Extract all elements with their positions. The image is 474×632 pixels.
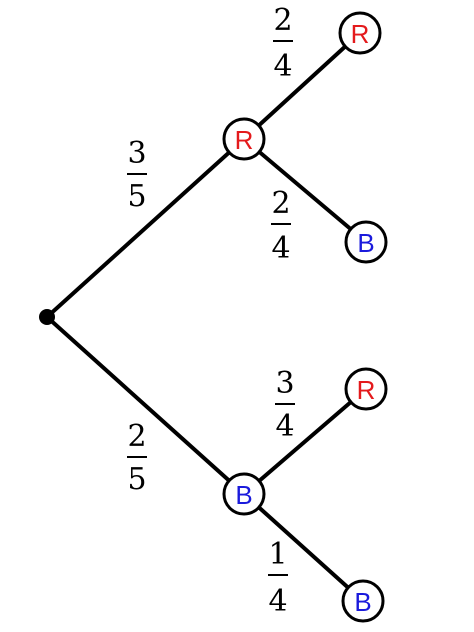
node-label: R — [351, 19, 370, 49]
fraction-denominator: 4 — [268, 584, 287, 619]
fraction-numerator: 2 — [127, 419, 146, 454]
fraction-numerator: 2 — [271, 186, 290, 221]
probability-label-r-to-b: 2 4 — [271, 186, 291, 266]
node-first-b: B — [222, 472, 266, 516]
fraction-denominator: 4 — [273, 49, 292, 84]
fraction-denominator: 5 — [127, 462, 146, 497]
node-circle — [222, 117, 266, 161]
node-label: B — [354, 587, 371, 617]
node-rr: R — [338, 11, 382, 55]
fraction-numerator: 3 — [127, 136, 146, 171]
edge-b-to-r — [242, 387, 368, 496]
fraction-numerator: 1 — [268, 537, 287, 572]
node-bb: B — [341, 579, 385, 623]
fraction-denominator: 5 — [127, 179, 146, 214]
node-circle — [338, 11, 382, 55]
node-br: R — [344, 367, 388, 411]
edge-root-to-b — [45, 315, 246, 496]
fraction-numerator: 2 — [273, 3, 292, 38]
node-circle — [222, 472, 266, 516]
probability-label-b-to-r: 3 4 — [275, 366, 295, 444]
fraction-denominator: 4 — [271, 231, 290, 266]
edge-r-to-b — [242, 137, 368, 244]
probability-label-r-to-r: 2 4 — [273, 3, 293, 84]
probability-label-b-to-b: 1 4 — [268, 537, 288, 619]
node-rb: B — [344, 220, 388, 264]
probability-label-root-to-r: 3 5 — [127, 136, 147, 214]
node-label: B — [235, 480, 252, 510]
node-label: B — [357, 228, 374, 258]
fraction-denominator: 4 — [275, 409, 294, 444]
edge-r-to-r — [242, 31, 362, 141]
probability-label-root-to-b: 2 5 — [127, 419, 147, 497]
fraction-numerator: 3 — [275, 366, 294, 401]
edge-root-to-r — [45, 137, 246, 319]
node-circle — [341, 579, 385, 623]
root-node — [39, 309, 55, 325]
node-label: R — [235, 125, 254, 155]
node-circle — [344, 367, 388, 411]
node-label: R — [357, 375, 376, 405]
node-first-r: R — [222, 117, 266, 161]
node-circle — [344, 220, 388, 264]
edge-b-to-b — [242, 492, 365, 603]
